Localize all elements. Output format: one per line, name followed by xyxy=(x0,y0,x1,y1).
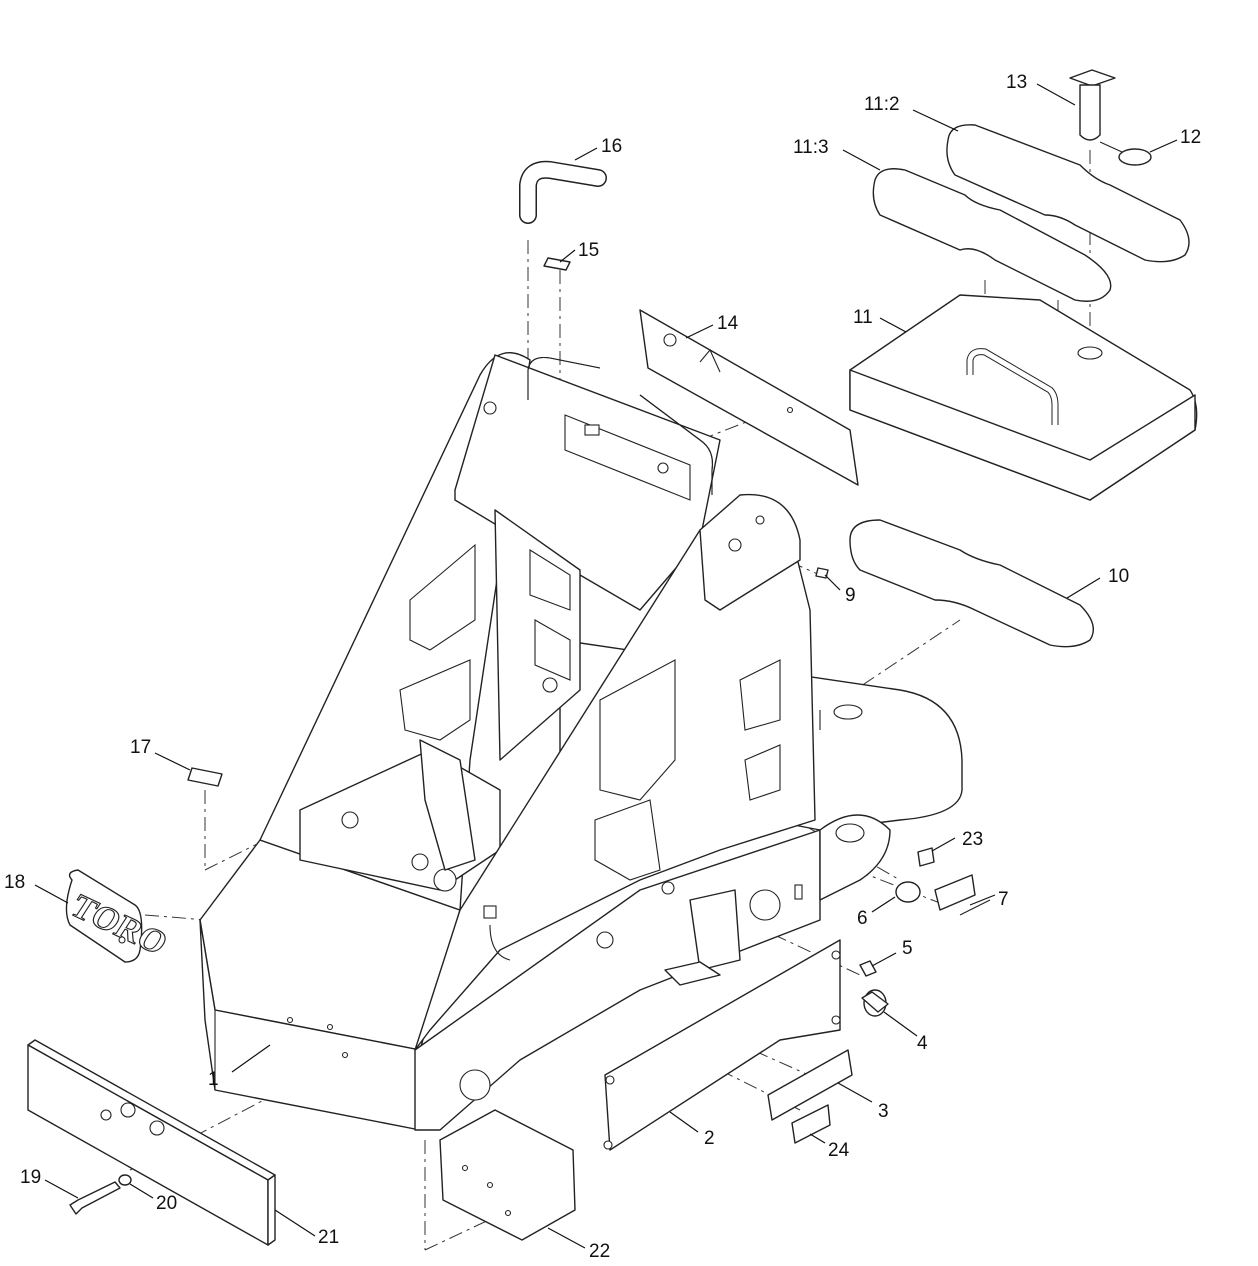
part-12-clip xyxy=(1099,141,1152,166)
callout-11: 11 xyxy=(853,307,873,328)
callout-4: 4 xyxy=(917,1033,928,1054)
callout-6: 6 xyxy=(857,908,868,929)
part-22-cover xyxy=(439,1109,576,1241)
part-21-counterweight xyxy=(27,1039,276,1246)
callout-21: 21 xyxy=(318,1227,339,1248)
callout-7: 7 xyxy=(998,889,1009,910)
part-20-washer xyxy=(118,1174,132,1186)
callout-10: 10 xyxy=(1108,566,1129,587)
callout-5: 5 xyxy=(902,938,913,959)
callout-17: 17 xyxy=(130,737,151,758)
callout-labels: 1 2 3 4 5 6 7 9 10 11 11:2 11:3 12 13 14… xyxy=(4,72,1201,1262)
callout-22: 22 xyxy=(589,1241,610,1262)
part-23-decal xyxy=(917,847,935,867)
part-24-decal xyxy=(791,1104,831,1144)
callout-11-2: 11:2 xyxy=(864,94,900,115)
callout-13: 13 xyxy=(1006,72,1027,93)
callout-11-3: 11:3 xyxy=(793,137,829,158)
main-frame xyxy=(199,352,891,1131)
callout-1: 1 xyxy=(208,1069,219,1090)
part-19-bolt xyxy=(69,1181,121,1215)
part-17-decal xyxy=(187,767,223,787)
part-3-decal xyxy=(767,1049,853,1121)
part-11-weight-block xyxy=(849,294,1198,501)
part-10-pad xyxy=(849,519,1094,648)
callout-20: 20 xyxy=(156,1193,177,1214)
callout-19: 19 xyxy=(20,1167,41,1188)
callout-23: 23 xyxy=(962,829,983,850)
part-5-bolt xyxy=(859,960,877,977)
part-4-cap xyxy=(861,989,889,1017)
callout-24: 24 xyxy=(828,1140,850,1161)
leader-lines xyxy=(34,83,1178,1249)
callout-14: 14 xyxy=(717,313,739,334)
part-6-plug xyxy=(895,881,921,903)
part-14-panel xyxy=(639,309,859,486)
callout-12: 12 xyxy=(1180,127,1201,148)
callout-3: 3 xyxy=(878,1101,889,1122)
part-13-pin xyxy=(1069,69,1116,141)
callout-18: 18 xyxy=(4,872,25,893)
callout-2: 2 xyxy=(704,1128,715,1149)
callout-15: 15 xyxy=(578,240,599,261)
frame-handles xyxy=(527,356,714,495)
part-16-handle xyxy=(519,160,607,224)
part-2-side-panel xyxy=(603,939,841,1151)
part-11-2-pad xyxy=(946,124,1190,263)
part-15-decal xyxy=(543,257,571,271)
part-7-bracket xyxy=(934,874,991,916)
callout-9: 9 xyxy=(845,585,856,606)
callout-16: 16 xyxy=(601,136,622,157)
part-11-3-pad xyxy=(872,168,1112,302)
